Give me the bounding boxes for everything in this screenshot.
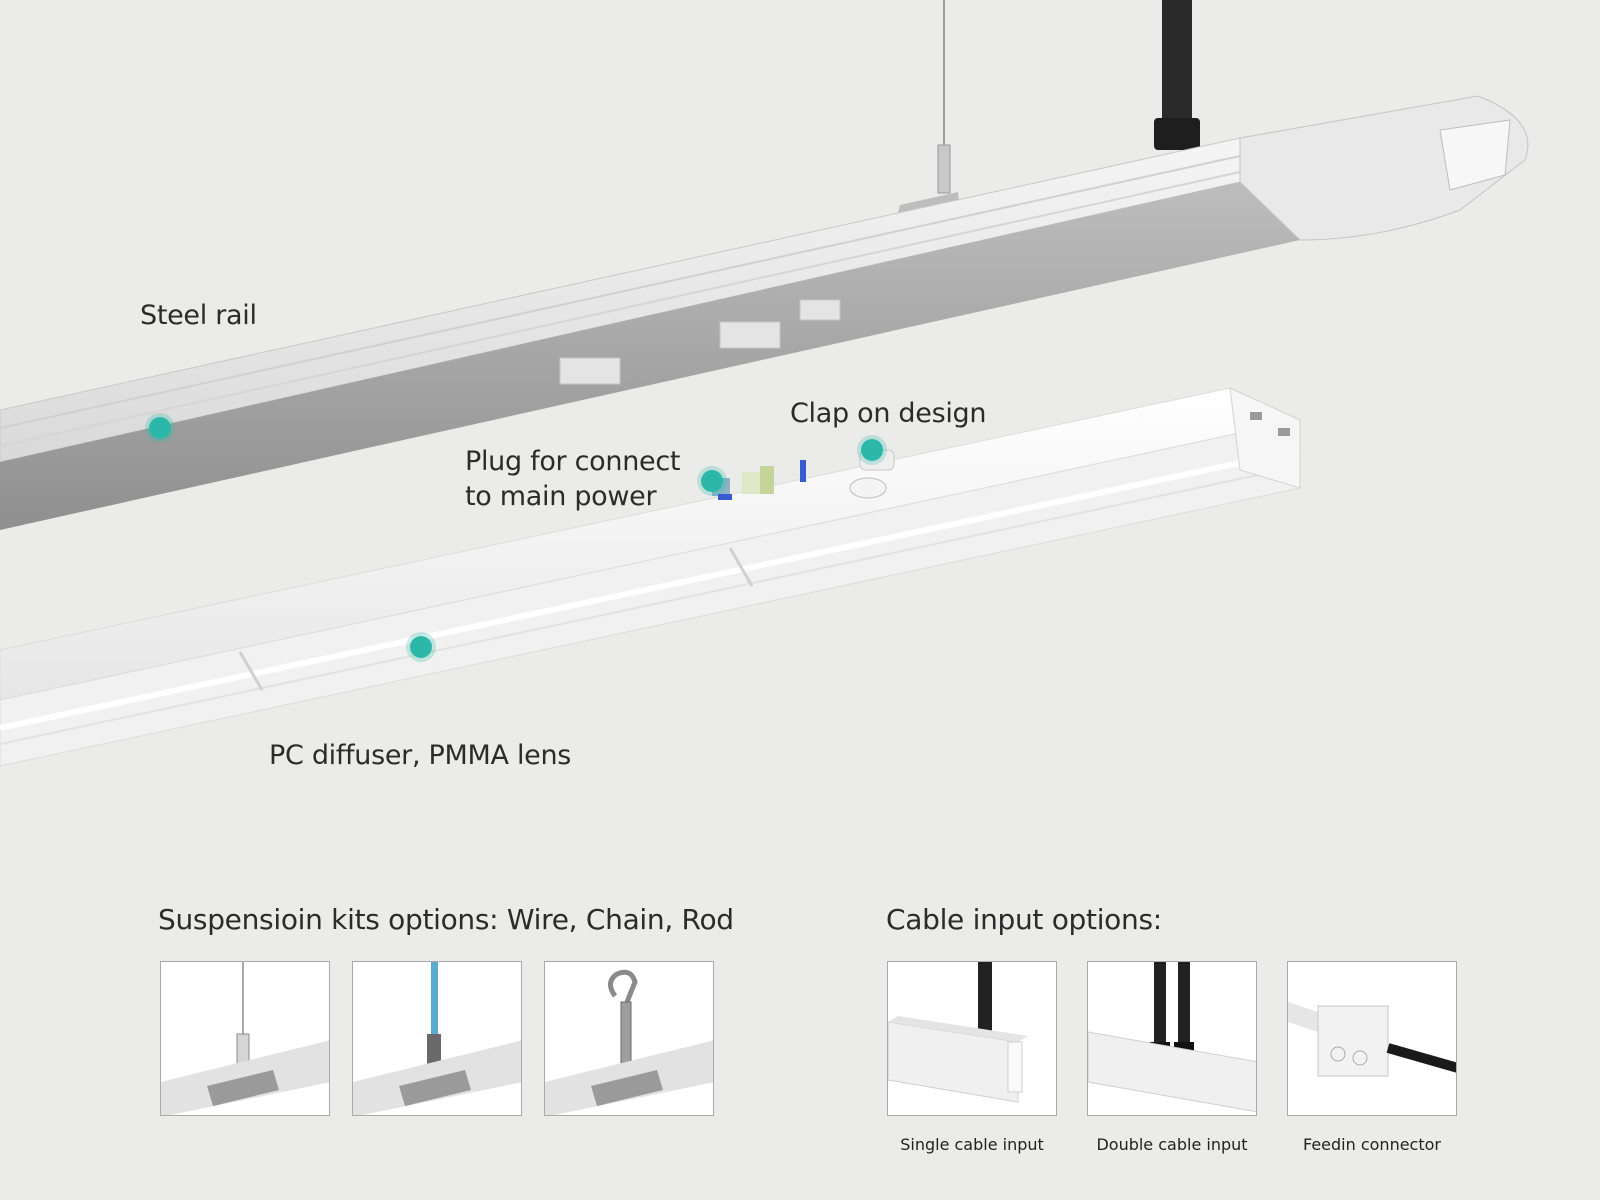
double-cable-input-caption: Double cable input — [1096, 1135, 1248, 1154]
single-cable-input-image[interactable] — [887, 961, 1057, 1116]
steel-rail-underside — [0, 182, 1300, 530]
double-cable-input-image[interactable] — [1087, 961, 1257, 1116]
suspension-options-title: Suspensioin kits options: Wire, Chain, R… — [158, 903, 734, 936]
diffuser-label: PC diffuser, PMMA lens — [269, 740, 572, 771]
steel-rail-hotspot[interactable] — [149, 417, 171, 439]
steel-rail-label: Steel rail — [140, 300, 257, 331]
black-power-cable — [1162, 0, 1192, 130]
clap-on-clip — [849, 477, 887, 499]
wire-suspension-kit-image[interactable] — [160, 961, 330, 1116]
single-cable-input-caption: Single cable input — [900, 1135, 1044, 1154]
feedin-connector-image[interactable] — [1287, 961, 1457, 1116]
chain-suspension-kit-image[interactable] — [352, 961, 522, 1116]
cable-gland — [1154, 118, 1200, 150]
plug-label-line2: to main power — [465, 481, 657, 512]
clap-on-hotspot[interactable] — [861, 439, 883, 461]
wire-gripper — [937, 144, 951, 194]
plug-hotspot[interactable] — [701, 470, 723, 492]
cable-input-options-title: Cable input options: — [886, 903, 1162, 936]
clap-on-design-label: Clap on design — [790, 398, 987, 429]
feedin-connector-caption: Feedin connector — [1303, 1135, 1441, 1154]
diffuser-hotspot[interactable] — [410, 636, 432, 658]
linear-light-product-scene — [0, 0, 1529, 767]
plug-label-line1: Plug for connect — [465, 446, 681, 477]
rod-hook-suspension-kit-image[interactable] — [544, 961, 714, 1116]
lamp-end-cap — [1229, 387, 1301, 489]
